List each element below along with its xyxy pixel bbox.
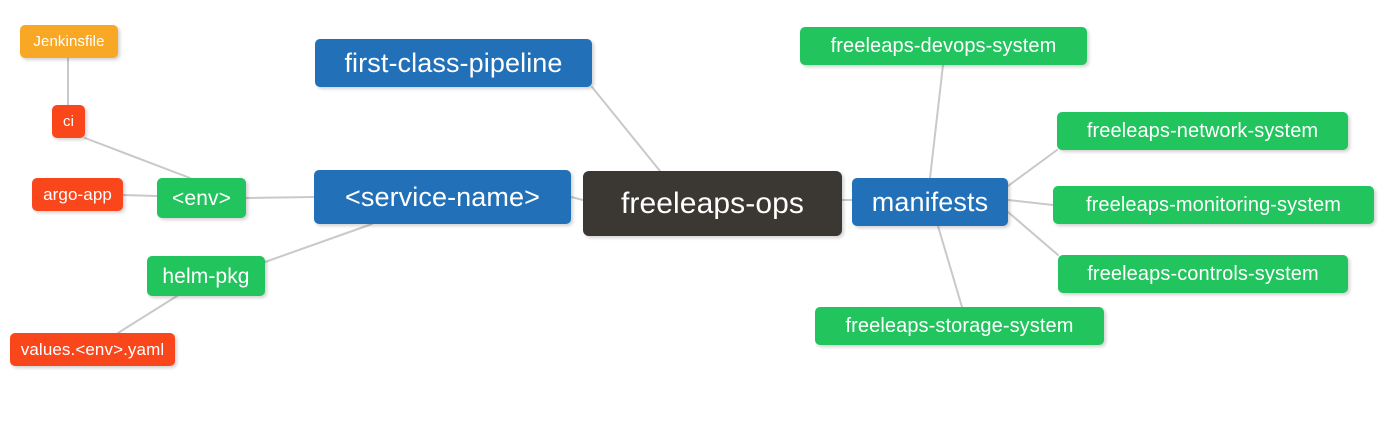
node-label: values.<env>.yaml — [20, 340, 165, 359]
edge-argo-to-env — [122, 194, 158, 197]
edge-service-to-root — [570, 196, 584, 201]
node-values[interactable]: values.<env>.yaml — [10, 333, 175, 366]
node-storage[interactable]: freeleaps-storage-system — [815, 307, 1104, 345]
node-pipeline[interactable]: first-class-pipeline — [315, 39, 592, 87]
node-label: <service-name> — [345, 181, 540, 212]
edge-helm-to-service — [264, 223, 373, 263]
node-ci[interactable]: ci — [52, 105, 85, 138]
node-label: argo-app — [43, 185, 112, 204]
node-label: freeleaps-ops — [620, 186, 805, 220]
node-monitoring[interactable]: freeleaps-monitoring-system — [1053, 186, 1374, 224]
node-network[interactable]: freeleaps-network-system — [1057, 112, 1348, 150]
node-env[interactable]: <env> — [157, 178, 246, 218]
node-service[interactable]: <service-name> — [314, 170, 571, 224]
edge-manifests-to-monitoring — [1007, 199, 1054, 206]
edge-pipeline-to-root — [591, 86, 661, 172]
edge-manifests-to-devops — [929, 64, 944, 179]
node-label: freeleaps-controls-system — [1087, 263, 1319, 285]
node-argo[interactable]: argo-app — [32, 178, 123, 211]
edge-env-to-service — [245, 196, 315, 199]
edge-values-to-helm — [117, 295, 178, 334]
node-label: Jenkinsfile — [33, 33, 105, 50]
node-label: first-class-pipeline — [344, 47, 563, 78]
node-label: ci — [62, 113, 75, 130]
edge-manifests-to-storage — [937, 225, 963, 308]
node-root[interactable]: freeleaps-ops — [583, 171, 842, 236]
node-devops[interactable]: freeleaps-devops-system — [800, 27, 1087, 65]
node-label: helm-pkg — [162, 264, 250, 288]
node-manifests[interactable]: manifests — [852, 178, 1008, 226]
edge-manifests-to-controls — [1007, 211, 1059, 256]
node-jenkins[interactable]: Jenkinsfile — [20, 25, 118, 58]
edge-ci-to-env — [84, 137, 191, 179]
node-label: freeleaps-storage-system — [845, 315, 1074, 337]
node-label: freeleaps-network-system — [1086, 120, 1319, 142]
node-label: <env> — [172, 186, 231, 210]
node-helm[interactable]: helm-pkg — [147, 256, 265, 296]
node-label: manifests — [871, 186, 989, 217]
node-label: freeleaps-devops-system — [830, 35, 1057, 57]
node-label: freeleaps-monitoring-system — [1085, 194, 1341, 216]
node-controls[interactable]: freeleaps-controls-system — [1058, 255, 1348, 293]
edge-manifests-to-network — [1007, 149, 1058, 187]
